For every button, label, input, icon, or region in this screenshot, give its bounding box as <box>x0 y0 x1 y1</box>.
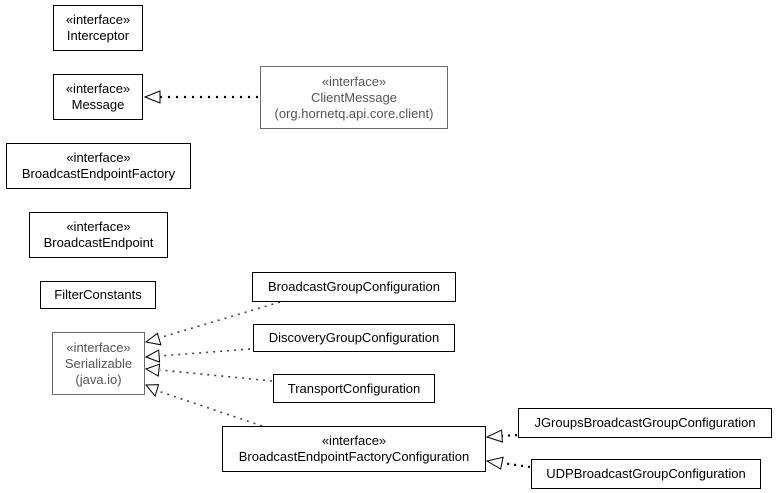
broadcast-endpoint-stereotype: «interface» <box>66 219 131 234</box>
filter-constants-name: FilterConstants <box>54 287 142 302</box>
broadcast-endpoint-name: BroadcastEndpoint <box>43 235 154 250</box>
broadcast-endpoint-factory-configuration-interface-box[interactable]: «interface» BroadcastEndpointFactoryConf… <box>222 426 486 472</box>
edge-jgroups-to-broadcast-endpoint-factory-configuration <box>485 429 518 443</box>
client-message-interface-box[interactable]: «interface» ClientMessage (org.hornetq.a… <box>260 66 448 129</box>
client-message-name: ClientMessage <box>311 89 397 105</box>
broadcast-group-configuration-name: BroadcastGroupConfiguration <box>268 279 440 294</box>
transport-configuration-name: TransportConfiguration <box>287 380 421 396</box>
filter-constants-class-box[interactable]: FilterConstants <box>40 281 156 309</box>
serializable-stereotype: «interface» <box>66 339 131 355</box>
edge-client-message-to-message <box>143 90 258 104</box>
broadcast-endpoint-factory-configuration-name: BroadcastEndpointFactoryConfiguration <box>238 449 470 464</box>
message-name: Message <box>71 97 125 112</box>
edge-broadcast-group-configuration-to-serializable <box>144 301 281 346</box>
broadcast-endpoint-interface-box[interactable]: «interface» BroadcastEndpoint <box>29 212 168 258</box>
message-interface-box[interactable]: «interface» Message <box>53 74 143 120</box>
udp-broadcast-group-configuration-class-box[interactable]: UDPBroadcastGroupConfiguration <box>531 459 761 489</box>
discovery-group-configuration-class-box[interactable]: DiscoveryGroupConfiguration <box>253 324 455 352</box>
interceptor-name: Interceptor <box>66 28 130 43</box>
client-message-package: (org.hornetq.api.core.client) <box>274 105 434 121</box>
broadcast-group-configuration-class-box[interactable]: BroadcastGroupConfiguration <box>252 272 456 302</box>
broadcast-endpoint-factory-name: BroadcastEndpointFactory <box>21 166 176 181</box>
serializable-interface-box[interactable]: «interface» Serializable (java.io) <box>52 332 145 395</box>
broadcast-endpoint-factory-stereotype: «interface» <box>66 150 131 165</box>
interceptor-stereotype: «interface» <box>65 12 131 27</box>
broadcast-endpoint-factory-interface-box[interactable]: «interface» BroadcastEndpointFactory <box>6 143 191 189</box>
transport-configuration-class-box[interactable]: TransportConfiguration <box>273 374 435 403</box>
edge-udp-to-broadcast-endpoint-factory-configuration <box>485 456 531 470</box>
jgroups-broadcast-group-configuration-class-box[interactable]: JGroupsBroadcastGroupConfiguration <box>518 408 772 438</box>
edge-transport-configuration-to-serializable <box>144 363 273 382</box>
broadcast-endpoint-factory-configuration-stereotype: «interface» <box>321 433 387 448</box>
message-stereotype: «interface» <box>65 81 131 96</box>
interceptor-interface-box[interactable]: «interface» Interceptor <box>53 5 143 51</box>
udp-broadcast-group-configuration-name: UDPBroadcastGroupConfiguration <box>546 466 746 481</box>
jgroups-broadcast-group-configuration-name: JGroupsBroadcastGroupConfiguration <box>534 415 756 430</box>
edge-discovery-group-configuration-to-serializable <box>144 348 251 363</box>
serializable-package: (java.io) <box>75 371 122 387</box>
client-message-stereotype: «interface» <box>321 73 387 89</box>
discovery-group-configuration-name: DiscoveryGroupConfiguration <box>268 330 440 345</box>
edge-broadcast-endpoint-factory-configuration-to-serializable <box>144 384 263 427</box>
serializable-name: Serializable <box>64 355 133 371</box>
